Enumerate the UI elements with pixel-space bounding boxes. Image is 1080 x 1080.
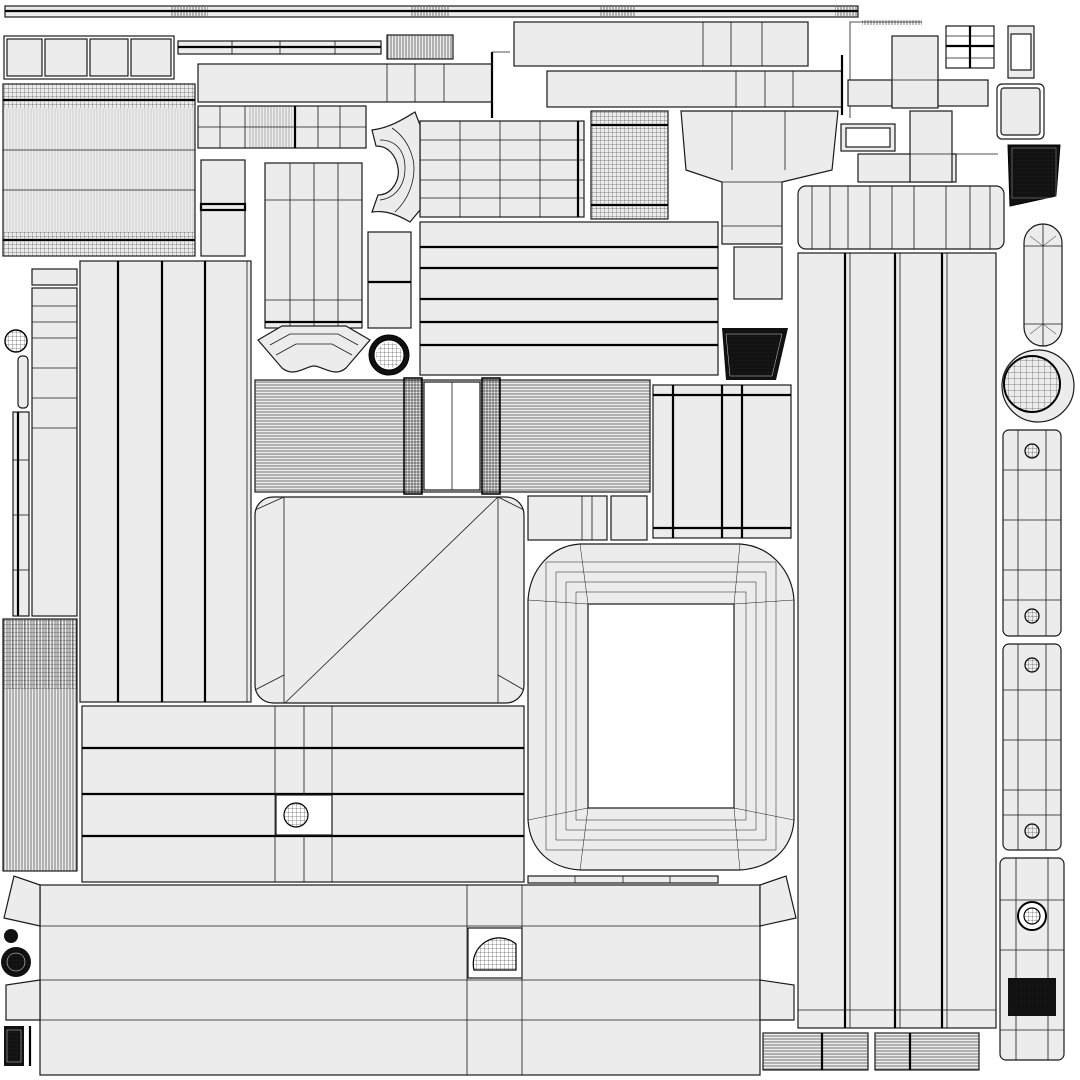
uv-island-long-bar-a: [197, 51, 510, 118]
uv-island-capsule: [1023, 223, 1063, 347]
uv-island-wheel-hub: [368, 334, 410, 376]
uv-island-t-shape: [680, 110, 839, 300]
uv-island-left-thin-columns: [4, 268, 78, 617]
uv-island-chassis-b: [1002, 643, 1062, 851]
uv-island-curved-body: [371, 111, 585, 223]
uv-island-sphere: [1001, 349, 1075, 423]
uv-island-rod: [177, 34, 454, 60]
uv-island-small-door: [367, 231, 412, 329]
uv-island-left-grid-strip: [2, 618, 78, 872]
uv-island-left-dense-block: [2, 83, 196, 257]
uv-island-door-panel: [652, 384, 792, 539]
uv-island-long-bar-b: [513, 21, 809, 67]
uv-island-basket: [722, 328, 788, 380]
uv-island-top-panels: [3, 35, 175, 80]
uv-island-window-strip: [197, 105, 367, 149]
uv-island-center-striped-panel: [419, 221, 719, 376]
uv-island-bumper-top: [797, 185, 1005, 250]
uv-island-grille: [590, 110, 669, 220]
uv-island-small-blocks: [840, 110, 1061, 207]
uv-island-right-tall-panel: [797, 252, 997, 1029]
uv-island-long-bar-c: [546, 55, 844, 115]
uv-island-top-right-cluster: [847, 20, 1045, 140]
uv-island-bottom-body: [1, 875, 797, 1076]
uv-island-left-tall-panel: [79, 260, 252, 703]
uv-island-diagonal-panel: [254, 496, 525, 704]
uv-island-chassis-a: [1002, 429, 1062, 637]
uv-island-thin-bar: [527, 875, 719, 884]
uv-island-small-tiles: [527, 495, 648, 541]
uv-island-cabin: [257, 162, 371, 373]
uv-island-small-panel: [199, 159, 247, 257]
uv-island-top-strip: [4, 5, 859, 18]
uv-island-roof: [527, 543, 795, 871]
uv-island-floor-panel: [81, 705, 525, 883]
uv-island-ribbed-panel: [254, 377, 651, 495]
uv-island-chassis-c: [999, 857, 1065, 1061]
uv-island-bottom-ribs: [762, 1032, 980, 1071]
